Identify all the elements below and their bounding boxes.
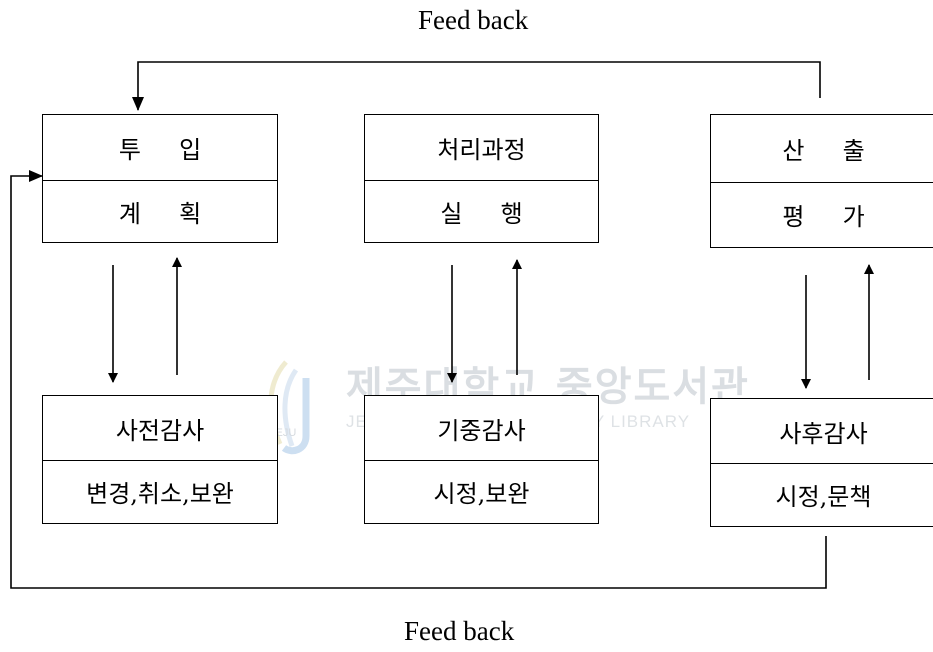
feedback-bottom-line <box>10 170 827 589</box>
input-plan-box: 투 입 계 획 <box>42 114 278 243</box>
evaluate-label: 평 가 <box>711 182 933 246</box>
pre-audit-box: 사전감사 변경,취소,보완 <box>42 395 278 524</box>
feedback-bottom-label: Feed back <box>404 616 515 646</box>
mid-audit-box: 기중감사 시정,보완 <box>364 395 599 524</box>
mid-audit-label: 기중감사 <box>437 416 526 445</box>
pre-audit-actions: 변경,취소,보완 <box>43 460 277 522</box>
mid-audit-actions: 시정,보완 <box>365 460 598 522</box>
process-execute-box: 처리과정 실 행 <box>364 114 599 243</box>
output-label: 산 출 <box>782 137 865 165</box>
feedback-top-label: Feed back <box>418 5 529 35</box>
post-audit-box: 사후감사 시정,문책 <box>710 398 933 527</box>
post-audit-actions: 시정,문책 <box>711 463 933 525</box>
process-label: 처리과정 <box>437 136 526 164</box>
plan-label: 계 획 <box>43 180 277 241</box>
pre-audit-label: 사전감사 <box>115 416 205 445</box>
post-audit-label: 사후감사 <box>779 419 868 448</box>
execute-label: 실 행 <box>365 180 598 241</box>
feedback-top-line <box>132 61 821 111</box>
input-label: 투 입 <box>118 136 202 164</box>
output-evaluate-box: 산 출 평 가 <box>710 114 933 248</box>
